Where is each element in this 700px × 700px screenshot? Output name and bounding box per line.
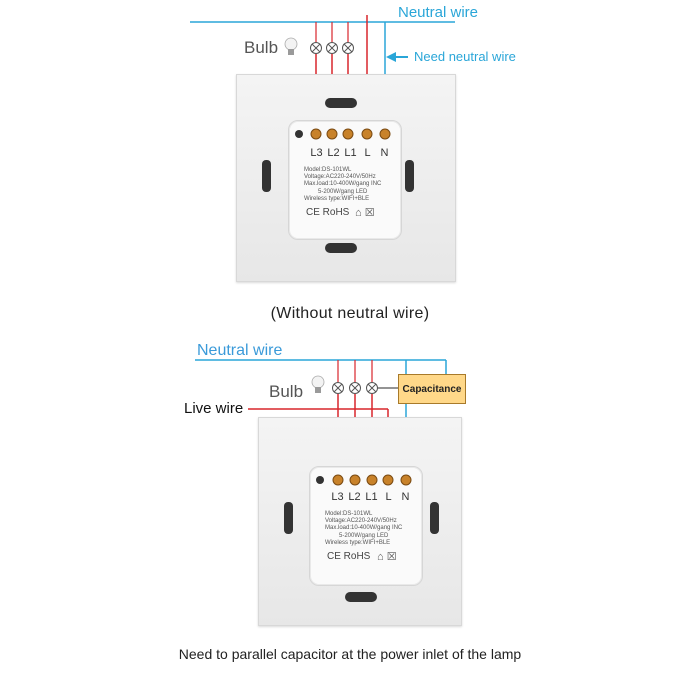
bottom-spec-maxload: Max.load:10-400W/gang INC — [325, 525, 403, 532]
top-left-clip — [262, 160, 271, 192]
top-neutral-wire-label: Neutral wire — [398, 4, 479, 21]
top-spec-block: Model:DS-101WL Voltage:AC220-240V/50Hz M… — [304, 167, 399, 203]
bottom-bottom-slot — [345, 592, 377, 602]
top-terminal-l3: L3 — [310, 147, 323, 159]
top-terminal-l2: L2 — [327, 147, 340, 159]
bottom-terminal-l2: L2 — [348, 491, 361, 503]
bottom-right-clip — [430, 502, 439, 534]
top-top-slot — [325, 98, 357, 108]
capacitor-box: Capacitance — [398, 374, 466, 404]
bottom-left-clip — [284, 502, 293, 534]
top-cert-marks: CE RoHS — [306, 207, 350, 218]
bottom-spec-block: Model:DS-101WL Voltage:AC220-240V/50Hz M… — [325, 511, 420, 547]
bottom-weee-icon: ⌂ ☒ — [377, 551, 397, 563]
bottom-spec-voltage: Voltage:AC220-240V/50Hz — [325, 518, 397, 525]
bottom-live-wire-label: Live wire — [184, 400, 244, 417]
bottom-cert-marks: CE RoHS — [327, 551, 371, 562]
bottom-terminal-screws — [316, 474, 412, 486]
bottom-lamp-symbol-2 — [349, 382, 361, 394]
top-caption: (Without neutral wire) — [270, 305, 430, 322]
bottom-terminal-l: L — [385, 491, 392, 503]
bottom-terminal-l3: L3 — [331, 491, 344, 503]
top-spec-led: 5-200W/gang LED — [318, 188, 368, 195]
bottom-terminal-l1: L1 — [365, 491, 378, 503]
bottom-switch-module — [309, 466, 423, 586]
top-spec-wireless: Wireless type:WIFI+BLE — [304, 195, 370, 202]
bottom-lamp-symbol-3 — [366, 382, 378, 394]
top-bulb-icon — [284, 37, 298, 55]
top-spec-maxload: Max.load:10-400W/gang INC — [304, 181, 382, 188]
top-wiring — [190, 15, 455, 132]
top-spec-voltage: Voltage:AC220-240V/50Hz — [304, 174, 376, 181]
top-terminal-n: N — [380, 147, 389, 159]
capacitor-label: Capacitance — [402, 383, 462, 395]
top-terminal-l1: L1 — [344, 147, 357, 159]
bottom-spec-model: Model:DS-101WL — [325, 511, 373, 517]
top-need-neutral-label: Need neutral wire — [414, 49, 516, 64]
top-switch-module — [288, 120, 402, 240]
bottom-spec-led: 5-200W/gang LED — [339, 532, 389, 539]
top-lamp-symbol-2 — [326, 42, 338, 54]
top-terminal-screws — [295, 128, 391, 140]
top-lamp-symbol-3 — [342, 42, 354, 54]
top-bottom-slot — [325, 243, 357, 253]
bottom-lamp-symbol-1 — [332, 382, 344, 394]
bottom-spec-wireless: Wireless type:WIFI+BLE — [325, 539, 391, 546]
bottom-neutral-wire-label: Neutral wire — [197, 342, 283, 359]
top-right-clip — [405, 160, 414, 192]
bottom-bulb-label: Bulb — [269, 382, 304, 401]
top-bulb-label: Bulb — [244, 38, 279, 57]
top-terminal-l: L — [364, 147, 371, 159]
top-arrow-head — [386, 52, 396, 62]
top-lamp-symbol-1 — [310, 42, 322, 54]
bottom-bulb-icon — [311, 375, 325, 393]
top-weee-icon: ⌂ ☒ — [355, 207, 375, 219]
bottom-caption: Need to parallel capacitor at the power … — [178, 646, 522, 662]
bottom-terminal-n: N — [401, 491, 410, 503]
top-spec-model: Model:DS-101WL — [304, 167, 352, 173]
